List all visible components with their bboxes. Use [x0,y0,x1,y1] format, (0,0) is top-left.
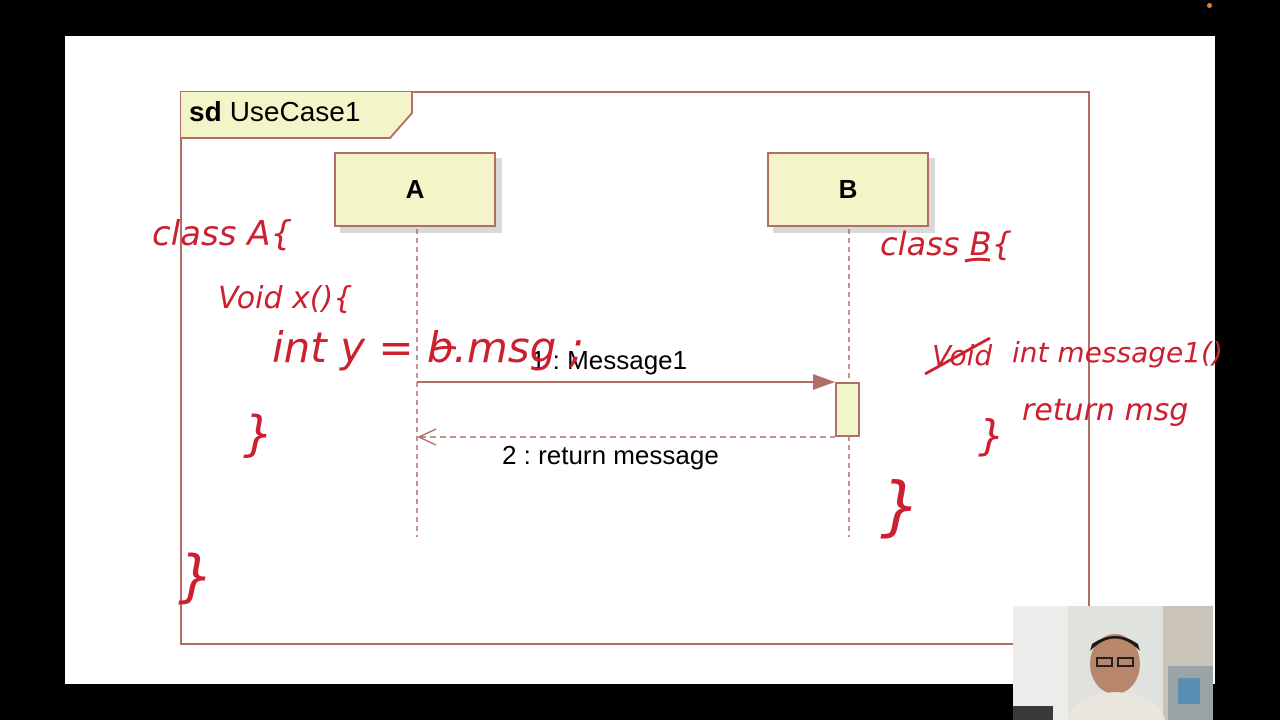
message-1-arrowhead [813,374,835,390]
message-2-label: 2 : return message [502,440,719,470]
presenter-webcam [1013,606,1213,720]
presenter-photo [1013,606,1213,720]
close-a-note: } [178,544,214,609]
close-b-note: } [880,470,921,544]
lifeline-a-head: A [334,152,496,227]
message-2-arrowhead [417,428,437,446]
slide-canvas [65,36,1215,684]
close-x-note: } [243,406,274,462]
class-a-note: class A{ [152,214,292,254]
indicator-dot [1207,3,1212,8]
underline-mark-b [964,257,991,263]
sequence-diagram-frame [180,91,1090,645]
frame-keyword: sd [189,96,222,127]
underline-mark [431,345,457,352]
strike-mark [924,336,991,376]
close-message-note: } [978,411,1005,460]
return-note: return msg [1022,393,1188,428]
frame-name: UseCase1 [229,96,361,127]
frame-tab [180,91,413,139]
method-message-note: int message1() [1012,336,1223,369]
lifeline-b-head: B [767,152,929,227]
method-x-note: Void x(){ [218,281,352,316]
lifeline-a-label: A [405,174,425,204]
struck-void-note: Void [932,339,992,372]
class-b-note: class B{ [880,225,1012,263]
activation-bar [835,382,860,437]
statement-note: int y = b.msg ; [272,323,584,372]
message-1-label: 1 : Message1 [531,345,688,375]
lifeline-b-label: B [838,174,858,204]
